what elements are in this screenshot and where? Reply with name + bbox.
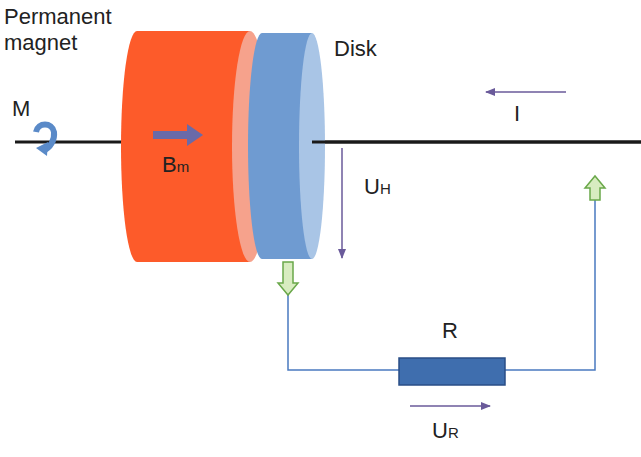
disk: [248, 33, 325, 259]
voltage-arrow: [410, 405, 490, 407]
part-name: Permanent magnet: [4, 4, 124, 57]
torque-symbol: M: [12, 96, 30, 122]
circuit-wire: [288, 200, 595, 370]
resistor-symbol: [399, 358, 505, 385]
permanent-magnet: [121, 31, 268, 262]
voltage-arrow: [341, 148, 343, 258]
voltage-symbol: UR: [432, 418, 459, 444]
part-name: Disk: [334, 36, 377, 62]
torque-arrow: [36, 125, 54, 157]
voltage-symbol: UH: [364, 174, 391, 200]
brush-contact: [585, 176, 605, 200]
brush-contact: [278, 262, 298, 295]
field-symbol: Bm: [162, 152, 189, 178]
field-arrow: [153, 124, 203, 146]
resistor-name: R: [442, 318, 458, 344]
current-arrow: [486, 91, 566, 93]
shaft: [15, 141, 641, 144]
current-symbol: I: [514, 101, 520, 127]
